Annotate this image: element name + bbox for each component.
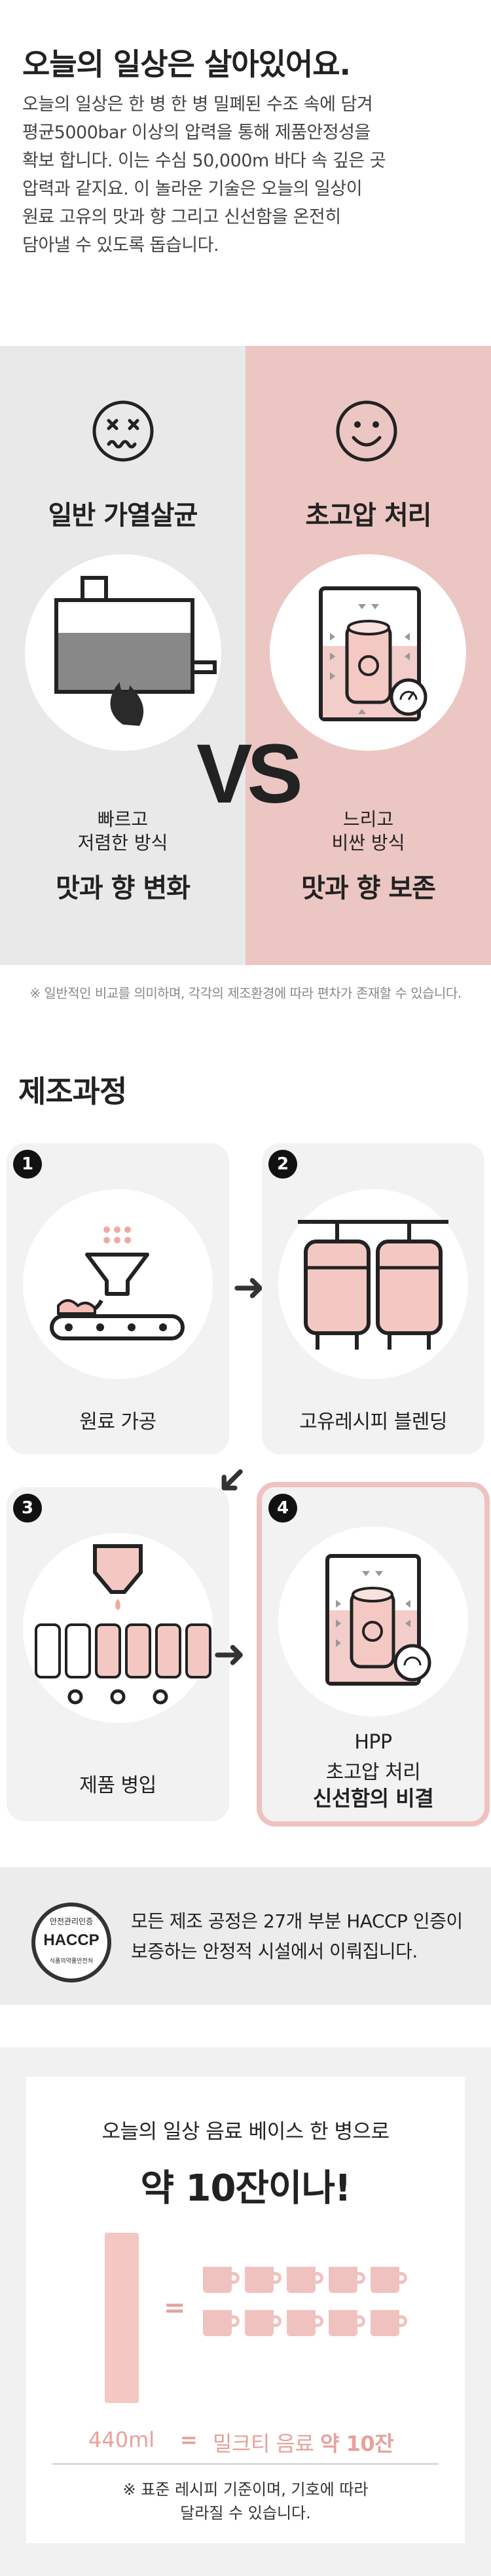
cup-icon xyxy=(203,2267,240,2293)
blending-tanks-icon xyxy=(298,1220,448,1350)
heating-tank-circle xyxy=(25,554,221,751)
cup-icon xyxy=(287,2267,323,2293)
intro-title: 오늘의 일상은 살아있어요. xyxy=(22,47,351,82)
step-1-label: 원료 가공 xyxy=(79,1411,156,1433)
hpp-chamber-circle xyxy=(270,554,466,751)
process-step-1-card: 1 원료 가공 xyxy=(7,1143,229,1454)
serving-section: 오늘의 일상 음료 베이스 한 병으로 약 10잔이나! = 440ml = 밀… xyxy=(0,2047,491,2576)
serving-note: ※ 표준 레시피 기준이며, 기호에 따라 달라질 수 있습니다. xyxy=(122,2480,369,2522)
haccp-badge-bottom: 식품의약품안전처 xyxy=(49,1958,94,1965)
bottling-circle xyxy=(23,1533,213,1723)
cup-icon xyxy=(329,2310,365,2336)
step-number-3: 3 xyxy=(13,1494,42,1523)
hpp-method-desc: 느리고 비싼 방식 xyxy=(331,808,405,854)
cup-icon xyxy=(371,2267,407,2293)
cup-icon xyxy=(371,2310,407,2336)
result-bold: 약 10잔 xyxy=(320,2431,394,2456)
process-step-2-card: 2 고유레시피 블렌딩 xyxy=(262,1143,484,1454)
intro-section: 오늘의 일상은 살아있어요. 오늘의 일상은 한 병 한 병 밀폐된 수조 속에… xyxy=(0,0,491,346)
step-number-1: 1 xyxy=(13,1150,42,1179)
equals-sign-2: = xyxy=(180,2427,198,2452)
cup-icon xyxy=(287,2310,323,2336)
raw-material-processing-icon xyxy=(50,1226,185,1340)
cup-icon xyxy=(203,2310,240,2336)
heat-method-result: 맛과 향 변화 xyxy=(56,873,191,903)
hpp-step-circle xyxy=(278,1526,468,1716)
haccp-section: 안전관리인증 HACCP 식품의약품안전처 모든 제조 공정은 27개 부분 H… xyxy=(0,1867,491,2005)
hpp-step-icon xyxy=(325,1554,431,1686)
smile-face-icon xyxy=(336,400,397,462)
cup-icon xyxy=(245,2310,282,2336)
hpp-chamber-icon xyxy=(319,586,427,721)
process-step-4-card: 4 HPP 초고압 처리 신선함의 비결 xyxy=(257,1482,490,1827)
cups-group xyxy=(203,2267,412,2345)
bottling-icon xyxy=(35,1544,211,1705)
heat-pasteurization-title: 일반 가열살균 xyxy=(48,501,198,531)
heating-tank-icon xyxy=(54,576,217,726)
hpp-method-result: 맛과 향 보존 xyxy=(301,873,436,903)
intro-body: 오늘의 일상은 한 병 한 병 밀폐된 수조 속에 담겨 평균5000bar 이… xyxy=(22,94,386,256)
hpp-title: 초고압 처리 xyxy=(305,501,432,531)
cup-icon xyxy=(329,2267,365,2293)
step-4-label-line2: 초고압 처리 xyxy=(325,1761,421,1784)
process-step-3-card: 3 제품 병입 xyxy=(7,1487,229,1821)
divider xyxy=(52,2463,439,2465)
result-prefix: 밀크티 음료 xyxy=(213,2431,321,2456)
serving-big: 약 10잔이나! xyxy=(140,2167,351,2210)
bottle-icon xyxy=(105,2233,139,2403)
serving-box: 오늘의 일상 음료 베이스 한 병으로 약 10잔이나! = 440ml = 밀… xyxy=(26,2077,465,2543)
dizzy-face-icon xyxy=(92,400,154,462)
blending-circle xyxy=(278,1189,468,1379)
equals-sign: = xyxy=(164,2293,186,2323)
serving-heading: 오늘의 일상 음료 베이스 한 병으로 xyxy=(101,2120,390,2144)
raw-material-circle xyxy=(23,1189,213,1379)
result-label: 밀크티 음료 약 10잔 xyxy=(213,2427,394,2457)
cup-icon xyxy=(245,2267,282,2293)
compare-section: 일반 가열살균 초고압 처리 xyxy=(0,346,491,965)
arrow-right-icon-2: ➜ xyxy=(213,1631,246,1677)
vs-label: VS xyxy=(196,727,303,821)
process-title: 제조과정 xyxy=(18,1074,127,1109)
step-number-2: 2 xyxy=(268,1150,297,1179)
haccp-badge-icon: 안전관리인증 HACCP 식품의약품안전처 xyxy=(31,1903,111,1982)
volume-label: 440ml xyxy=(88,2427,155,2452)
haccp-text: 모든 제조 공정은 27개 부분 HACCP 인증이 보증하는 안정적 시설에서… xyxy=(131,1910,463,1962)
haccp-badge-main: HACCP xyxy=(43,1931,100,1949)
step-2-label: 고유레시피 블렌딩 xyxy=(299,1411,447,1433)
arrow-right-icon: ➜ xyxy=(232,1264,266,1310)
heat-method-desc: 빠르고 저렴한 방식 xyxy=(77,808,168,854)
step-3-label: 제품 병입 xyxy=(79,1774,156,1797)
step-4-label-line3: 신선함의 비결 xyxy=(312,1786,434,1811)
step-number-4: 4 xyxy=(268,1494,297,1523)
step-4-label-line1: HPP xyxy=(354,1731,392,1754)
compare-disclaimer: ※ 일반적인 비교를 의미하며, 각각의 제조환경에 따라 편차가 존재할 수 … xyxy=(29,985,462,1001)
haccp-badge-top: 안전관리인증 xyxy=(49,1917,94,1926)
